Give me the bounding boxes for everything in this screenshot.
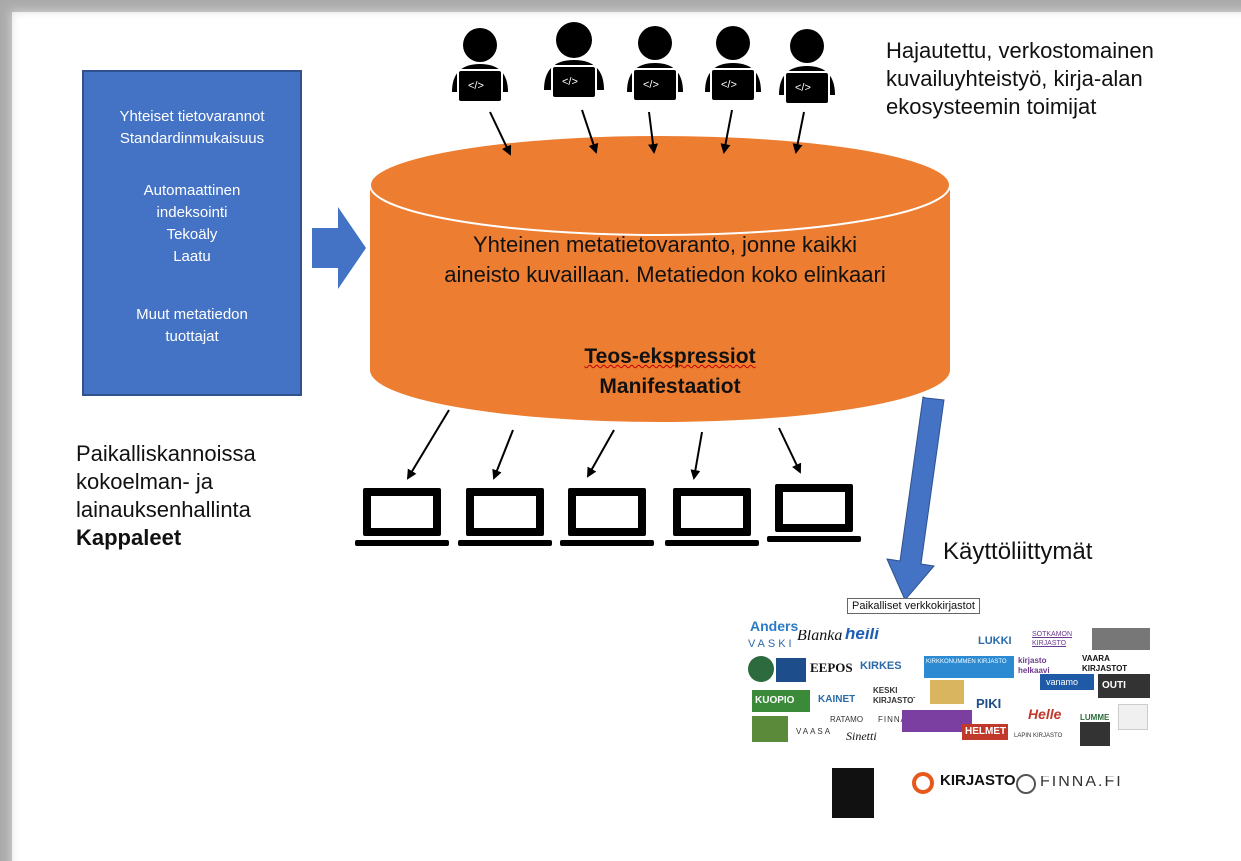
box-line: Tekoäly xyxy=(166,226,218,243)
kirjastokaista-logo xyxy=(832,768,874,818)
logo-ratamo: RATAMO xyxy=(830,715,864,724)
logo-circle xyxy=(1118,704,1148,730)
logo-green xyxy=(752,716,788,742)
shared-resources-box: Yhteiset tietovarannot Standardinmukaisu… xyxy=(82,70,302,396)
logo-kirkes: KIRKES xyxy=(860,660,902,672)
logo-helmet: HELMET xyxy=(962,724,1008,740)
actors-description: Hajautettu, verkostomainen kuvailuyhteis… xyxy=(886,37,1154,121)
box-line: Automaattinen xyxy=(143,182,241,199)
laptop-icons xyxy=(355,484,861,546)
box-line: Muut metatiedon xyxy=(136,306,248,323)
box-group-producers: Muut metatiedon tuottajat xyxy=(84,304,300,348)
finna-icon xyxy=(1016,774,1036,794)
cylinder-bold-line: Teos-ekspressiot xyxy=(584,345,756,368)
logo-lukki: LUKKI xyxy=(978,635,1012,647)
logo-heili: heili xyxy=(845,628,880,640)
logo-helkaavi: kirjasto helkaavi xyxy=(1018,656,1050,675)
logo-m-square xyxy=(776,658,806,682)
box-line: Laatu xyxy=(173,248,211,265)
laptop-arrows xyxy=(406,409,802,480)
actor-arrows xyxy=(489,109,805,156)
logo-vanamo: vanamo xyxy=(1046,677,1079,687)
logo-photo-2 xyxy=(930,680,964,704)
metadata-cylinder xyxy=(369,134,951,422)
logo-anders: Anders xyxy=(750,620,799,632)
cylinder-bold-line: Manifestaatiot xyxy=(599,375,741,398)
kirjasto-fi-logo: KIRJASTO xyxy=(940,775,1016,787)
user-interfaces-label: Käyttöliittymät xyxy=(943,538,1093,565)
logo-purple xyxy=(902,710,972,732)
logo-kirkkonummi: KIRKKONUMMEN KIRJASTO xyxy=(924,656,1014,678)
logo-lappi: LAPIN KIRJASTO xyxy=(1014,733,1063,739)
cylinder-description: Yhteinen metatietovaranto, jonne kaikki … xyxy=(380,230,950,290)
logo-sotkamo: SOTKAMON KIRJASTO xyxy=(1032,630,1078,650)
cylinder-line: aineisto kuvaillaan. Metatiedon koko eli… xyxy=(444,262,886,287)
actors-line: kuvailuyhteistyö, kirja-alan xyxy=(886,66,1143,91)
local-libraries-label: Paikalliset verkkokirjastot xyxy=(847,598,980,614)
code-icon: </> xyxy=(643,79,659,91)
local-bold-line: Kappaleet xyxy=(76,525,182,550)
box-line: tuottajat xyxy=(165,328,219,345)
code-icon: </> xyxy=(562,76,578,88)
local-line: kokoelman- ja xyxy=(76,469,213,494)
logo-keski: KESKI KIRJASTOT xyxy=(873,686,915,705)
logo-finna-small: FINNA xyxy=(878,715,907,724)
logo-sinetti: Sinetti xyxy=(846,730,877,742)
logo-vaara: VAARA KIRJASTOT xyxy=(1082,654,1128,673)
cylinder-line: Yhteinen metatietovaranto, jonne kaikki xyxy=(472,232,857,257)
logo-piki: PIKI xyxy=(976,698,1002,710)
logo-photo xyxy=(1092,628,1150,650)
logo-eepos: EEPOS xyxy=(810,662,853,674)
actor-icons xyxy=(452,22,835,105)
actors-line: Hajautettu, verkostomainen xyxy=(886,38,1154,63)
box-line: Yhteiset tietovarannot xyxy=(119,108,265,125)
logo-f-circle xyxy=(748,656,774,682)
logo-kainet: KAINET xyxy=(818,694,856,705)
logo-lumme: LUMME xyxy=(1080,713,1110,722)
ui-arrow xyxy=(886,396,945,601)
local-line: Paikalliskannoissa xyxy=(76,441,256,466)
input-arrow xyxy=(312,207,366,289)
actors-line: ekosysteemin toimijat xyxy=(886,94,1097,119)
code-icon: </> xyxy=(468,80,484,92)
logo-kuopio: KUOPIO xyxy=(752,690,810,712)
cylinder-levels: Teos-ekspressiot Manifestaatiot xyxy=(520,342,820,402)
logo-vanamo-bar xyxy=(1040,674,1094,690)
box-group-automation: Automaattinen indeksointi Tekoäly Laatu xyxy=(84,180,300,268)
code-icon: </> xyxy=(795,82,811,94)
box-group-standards: Yhteiset tietovarannot Standardinmukaisu… xyxy=(84,106,300,150)
box-line: indeksointi xyxy=(156,204,228,221)
logo-vaasa: VAASA xyxy=(796,727,833,736)
finna-fi-logo: FINNA.FI xyxy=(1040,776,1123,788)
logo-vaski: VASKI xyxy=(748,638,795,650)
kirjasto-fi-icon xyxy=(912,772,934,794)
local-line: lainauksenhallinta xyxy=(76,497,251,522)
box-line: Standardinmukaisuus xyxy=(119,130,265,147)
logo-blanka: Blanka xyxy=(797,630,843,642)
logo-helle: Helle xyxy=(1028,708,1062,720)
local-databases-text: Paikalliskannoissa kokoelman- ja lainauk… xyxy=(76,440,256,552)
code-icon: </> xyxy=(721,79,737,91)
logo-dark-square xyxy=(1080,722,1110,746)
logo-outi: OUTI xyxy=(1098,674,1150,698)
